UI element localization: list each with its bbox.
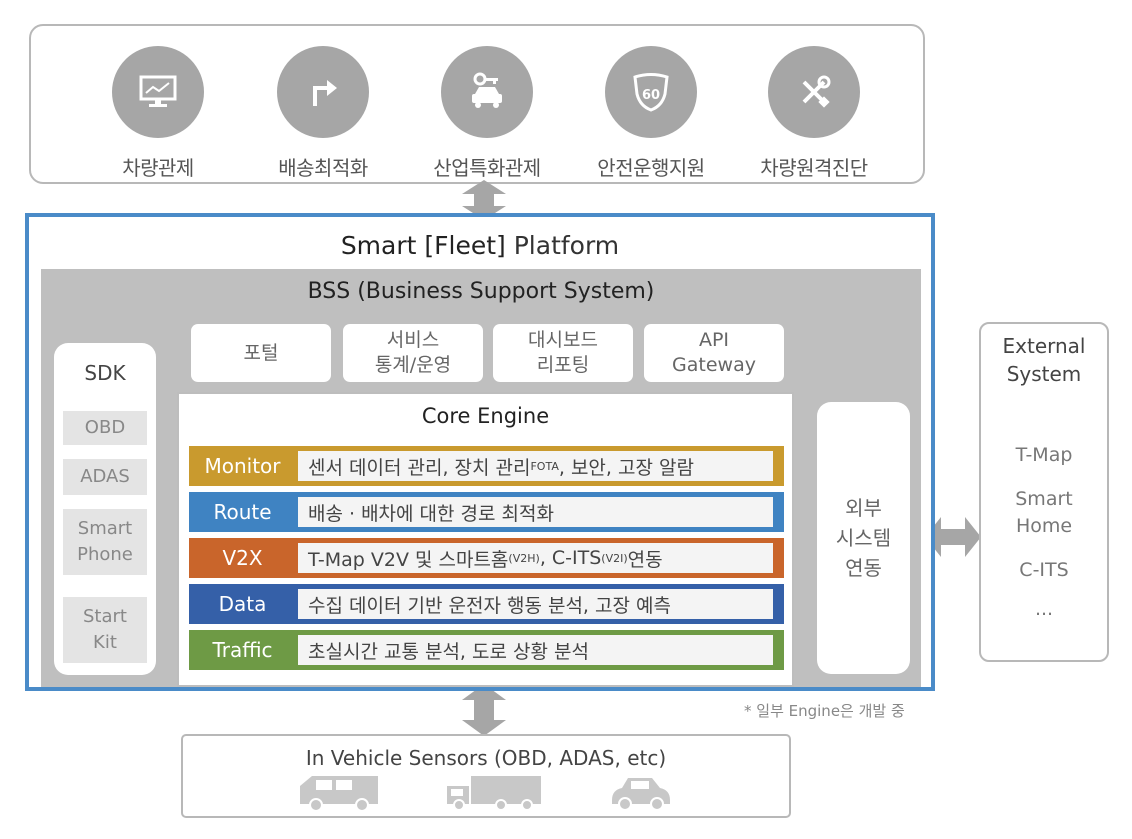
platform-title: Smart [Fleet] Platform: [29, 231, 931, 260]
platform-title-bold: Smart [Fleet]: [340, 231, 506, 260]
speed-limit-60-icon: 60: [605, 46, 697, 138]
service-label: 안전운행지원: [597, 156, 705, 180]
engine-name: Traffic: [212, 638, 273, 662]
wrench-screwdriver-icon: [768, 46, 860, 138]
sdk-title: SDK: [84, 361, 126, 385]
service-label: 배송최적화: [278, 156, 368, 180]
turn-arrow-icon: [277, 46, 369, 138]
sdk-item-start-kit[interactable]: Start Kit: [63, 597, 147, 663]
external-item-c-its[interactable]: C-ITS: [1019, 559, 1069, 581]
sdk-item-smartphone[interactable]: Smart Phone: [63, 509, 147, 575]
engine-name: Route: [213, 500, 272, 524]
sdk-item-adas[interactable]: ADAS: [63, 459, 147, 495]
module-dashboard[interactable]: 대시보드 리포팅: [493, 324, 633, 382]
service-vehicle-control[interactable]: 차량관제: [78, 46, 238, 181]
van-icon: [300, 776, 378, 812]
engine-row-v2x[interactable]: V2X T-Map V2V 및 스마트홈(V2H), C-ITS(V2I) 연동: [189, 538, 784, 578]
engine-desc: T-Map V2V 및 스마트홈(V2H), C-ITS(V2I) 연동: [298, 543, 773, 573]
service-industry-control[interactable]: 산업특화관제: [407, 46, 567, 181]
external-item-smart-home[interactable]: Smart Home: [1015, 488, 1073, 537]
engine-desc: 수집 데이터 기반 운전자 행동 분석, 고장 예측: [298, 589, 773, 619]
service-delivery-optimization[interactable]: 배송최적화: [243, 46, 403, 181]
engine-row-traffic[interactable]: Traffic 초실시간 교통 분석, 도로 상황 분석: [189, 630, 784, 670]
service-safe-driving[interactable]: 60 안전운행지원: [571, 46, 731, 181]
development-note: * 일부 Engine은 개발 중: [744, 702, 905, 720]
external-item-tmap[interactable]: T-Map: [1015, 444, 1073, 466]
service-remote-diagnosis[interactable]: 차량원격진단: [734, 46, 894, 181]
bss-title: BSS (Business Support System): [307, 279, 655, 304]
external-system-link[interactable]: 외부 시스템 연동: [817, 402, 910, 674]
sdk-item-obd[interactable]: OBD: [63, 411, 147, 445]
engine-desc: 배송 · 배차에 대한 경로 최적화: [298, 497, 773, 527]
in-vehicle-sensors-box: In Vehicle Sensors (OBD, ADAS, etc): [181, 734, 791, 818]
engine-name: Data: [218, 592, 267, 616]
external-system-box: External System T-Map Smart Home C-ITS .…: [979, 322, 1109, 662]
services-box: 차량관제 배송최적화 산업특화관제: [29, 24, 925, 184]
service-label: 차량원격진단: [760, 156, 868, 180]
engine-name: Monitor: [204, 454, 281, 478]
sensors-title: In Vehicle Sensors (OBD, ADAS, etc): [305, 746, 667, 770]
monitor-chart-icon: [112, 46, 204, 138]
top-double-arrow: [462, 180, 506, 220]
module-api-gateway[interactable]: API Gateway: [644, 324, 784, 382]
svg-text:60: 60: [642, 88, 660, 103]
bss-panel: BSS (Business Support System) 포털 서비스 통계/…: [41, 269, 921, 687]
engine-desc: 초실시간 교통 분석, 도로 상황 분석: [298, 635, 773, 665]
engine-name: V2X: [222, 546, 263, 570]
engine-row-data[interactable]: Data 수집 데이터 기반 운전자 행동 분석, 고장 예측: [189, 584, 784, 624]
service-label: 산업특화관제: [433, 156, 541, 180]
module-service-stats[interactable]: 서비스 통계/운영: [343, 324, 483, 382]
bottom-double-arrow: [462, 684, 506, 736]
external-system-title: External System: [1002, 334, 1086, 386]
module-portal[interactable]: 포털: [191, 324, 331, 382]
car-key-icon: [441, 46, 533, 138]
external-item-more: ...: [1034, 598, 1054, 620]
service-label: 차량관제: [122, 156, 194, 180]
sdk-panel: SDK OBD ADAS Smart Phone Start Kit: [54, 343, 156, 675]
car-icon: [612, 778, 670, 811]
platform-title-rest: Platform: [505, 231, 620, 260]
side-double-arrow: [925, 517, 981, 557]
smart-fleet-platform: Smart [Fleet] Platform BSS (Business Sup…: [25, 213, 935, 691]
core-engine-title: Core Engine: [421, 404, 550, 428]
truck-icon: [447, 776, 541, 811]
engine-row-route[interactable]: Route 배송 · 배차에 대한 경로 최적화: [189, 492, 784, 532]
